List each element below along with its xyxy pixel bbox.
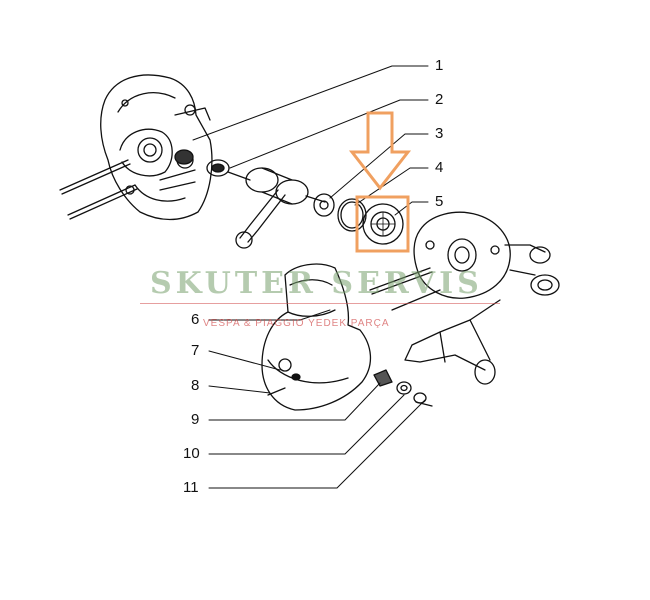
seal-ring-part-4 bbox=[337, 198, 367, 232]
screw-part-11 bbox=[413, 392, 433, 407]
clip-part-9 bbox=[373, 369, 393, 387]
watermark-divider bbox=[140, 303, 500, 304]
left-crankcase-half bbox=[59, 74, 213, 221]
highlight-box bbox=[355, 195, 410, 253]
washer-part-10 bbox=[396, 381, 412, 395]
watermark-title: SKUTER SERVIS bbox=[150, 266, 483, 301]
right-crankcase-half bbox=[369, 211, 560, 385]
callout-6: 6 bbox=[191, 311, 200, 328]
down-arrow-icon bbox=[348, 111, 412, 191]
callout-7: 7 bbox=[191, 342, 200, 359]
callout-5: 5 bbox=[435, 193, 444, 210]
watermark-subtitle: VESPA & PIAGGIO YEDEK PARÇA bbox=[203, 318, 390, 329]
highlight-markers bbox=[348, 111, 412, 253]
bearing-part-5 bbox=[362, 203, 404, 245]
callout-3: 3 bbox=[435, 125, 444, 142]
crankshaft bbox=[227, 167, 326, 249]
callout-11: 11 bbox=[183, 479, 199, 496]
callout-2: 2 bbox=[435, 91, 444, 108]
callout-1: 1 bbox=[435, 57, 444, 74]
callout-4: 4 bbox=[435, 159, 444, 176]
washer-part-3 bbox=[313, 193, 335, 217]
callout-8: 8 bbox=[191, 377, 200, 394]
callout-9: 9 bbox=[191, 411, 200, 428]
leader-lines bbox=[192, 65, 429, 489]
callout-10: 10 bbox=[183, 445, 200, 462]
left-bearing bbox=[174, 149, 230, 177]
